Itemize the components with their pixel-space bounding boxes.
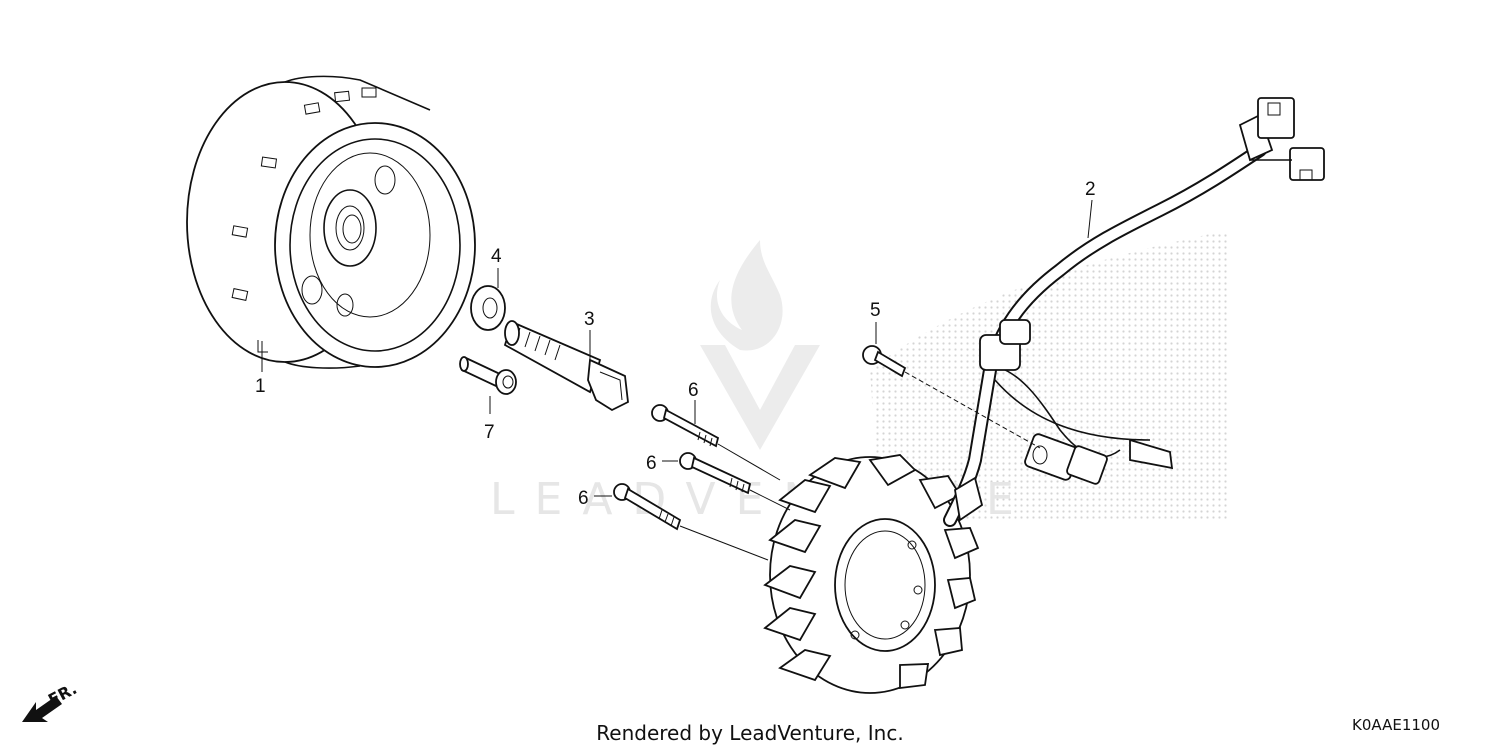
callout-part-6-middle: 6 xyxy=(646,453,657,474)
stator-bolt-middle xyxy=(679,452,752,495)
flange-bolt xyxy=(503,320,629,412)
callout-part-7: 7 xyxy=(484,422,495,443)
callout-part-6-upper: 6 xyxy=(688,380,699,401)
stator-bolt-upper xyxy=(651,404,720,448)
callout-part-6-lower: 6 xyxy=(578,488,589,509)
flywheel-rotor xyxy=(186,75,476,369)
leader-lines xyxy=(261,199,1093,561)
washer xyxy=(470,285,506,331)
small-bolt xyxy=(459,356,517,395)
stator-bolt-lower xyxy=(613,483,682,531)
footer-credit: Rendered by LeadVenture, Inc. xyxy=(596,721,903,745)
callout-part-3: 3 xyxy=(584,309,595,330)
front-direction-marker: FR. xyxy=(22,679,80,722)
arrow-icon xyxy=(22,696,62,722)
callout-part-1: 1 xyxy=(255,376,266,397)
callout-part-2: 2 xyxy=(1085,179,1096,200)
callout-part-4: 4 xyxy=(491,246,502,267)
diagram-code: K0AAE1100 xyxy=(1352,716,1440,734)
wire-harness xyxy=(943,97,1325,527)
pickup-bolt xyxy=(862,345,907,378)
stator-coil xyxy=(763,454,980,694)
callout-part-5: 5 xyxy=(870,300,881,321)
